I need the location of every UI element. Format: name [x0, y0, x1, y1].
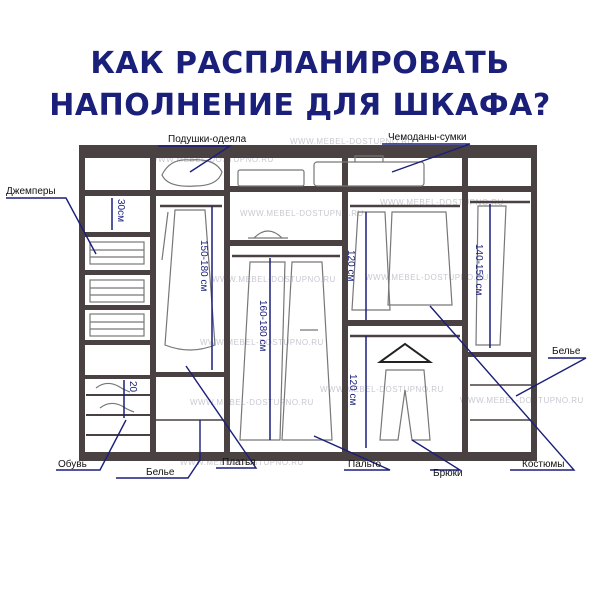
dimension-labels: 30см 20 150-180 см 160-180 см 120 см 120… — [115, 199, 484, 405]
label-underwear-right: Белье — [552, 346, 581, 357]
watermark-10: WWW.MEBEL-DOSTUPNO.RU — [460, 396, 584, 405]
shoe-icon — [95, 382, 131, 393]
label-trousers: Брюки — [433, 468, 463, 479]
suit-jacket-icon — [351, 211, 391, 311]
label-suitcases: Чемоданы-сумки — [388, 132, 467, 143]
label-underwear-left: Белье — [146, 467, 175, 478]
small-suitcase-icon — [237, 169, 305, 187]
watermark-8: WWW.MEBEL-DOSTUPNO.RU — [190, 398, 314, 407]
watermark-5: WWW.MEBEL-DOSTUPNO.RU — [212, 275, 336, 284]
label-shoes: Обувь — [58, 458, 87, 470]
large-suitcase-icon — [313, 161, 425, 187]
callout-labels: Подушки-одеяла Чемоданы-сумки Джемперы О… — [6, 132, 581, 479]
hanger-icon — [376, 342, 434, 363]
dim-suits-lower: 120 см — [347, 374, 358, 405]
title-line-2: НАПОЛНЕНИЕ ДЛЯ ШКАФА? — [49, 88, 551, 123]
hat-icon — [248, 230, 288, 239]
watermark-3: WWW.MEBEL-DOSTUPNO.RU — [240, 209, 364, 218]
label-coats: Пальто — [348, 459, 381, 470]
dim-dress-length: 150-180 см — [198, 240, 209, 291]
watermark-2: WWW.MEBEL-DOSTUPNO.RU — [150, 155, 274, 164]
label-suits: Костюмы — [522, 459, 564, 470]
dim-shelf-height: 30см — [115, 199, 126, 222]
dim-coat-length: 160-180 см — [257, 300, 268, 351]
title-line-1: КАК РАСПЛАНИРОВАТЬ — [90, 46, 510, 81]
label-sweaters: Джемперы — [6, 186, 56, 197]
sweater-stack-icon — [89, 241, 145, 265]
trousers-icon — [379, 369, 431, 441]
watermark-4: WWW.MEBEL-DOSTUPNO.RU — [380, 198, 504, 207]
dim-trousers-length: 140-150 см — [473, 244, 484, 295]
dim-suits-upper: 120 см — [345, 250, 356, 281]
leader-lines — [6, 143, 587, 479]
dim-shoe-height: 20 — [127, 381, 138, 393]
dimension-lines — [111, 198, 491, 448]
watermark-7: WWW.MEBEL-DOSTUPNO.RU — [200, 338, 324, 347]
dress-icon — [164, 209, 216, 351]
watermark-9: WWW.MEBEL-DOSTUPNO.RU — [320, 385, 444, 394]
wardrobe-contents — [89, 155, 507, 441]
label-dresses: Платья — [222, 457, 256, 468]
wardrobe-frame — [79, 145, 537, 461]
watermark-11: WWW.MEBEL-DOSTUPNO.RU — [180, 458, 304, 467]
watermark-1: WWW.MEBEL-DOSTUPNO.RU — [290, 137, 414, 146]
label-pillows: Подушки-одеяла — [168, 134, 247, 145]
watermark-6: WWW.MEBEL-DOSTUPNO.RU — [365, 273, 489, 282]
coat-icon — [239, 261, 286, 441]
pillow-bag-icon — [161, 159, 223, 187]
